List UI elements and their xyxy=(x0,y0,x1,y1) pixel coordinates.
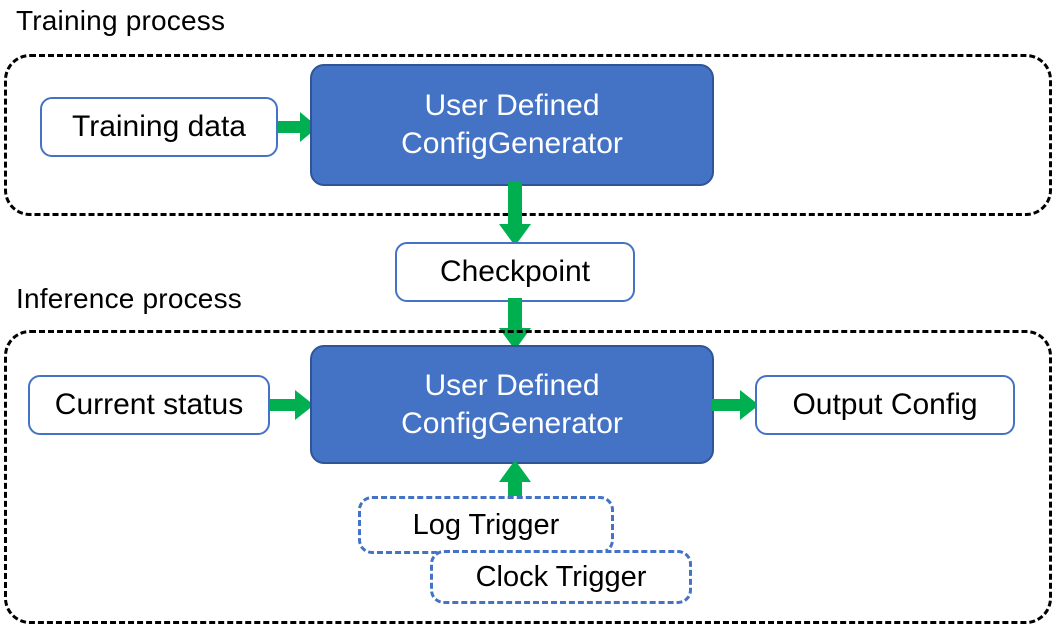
arrow-training-data-to-generator xyxy=(278,108,318,146)
node-user-defined-configgenerator-inference[interactable]: User Defined ConfigGenerator xyxy=(310,345,714,464)
node-current-status[interactable]: Current status xyxy=(28,375,270,435)
generator-inference-line-1: User Defined xyxy=(424,368,600,402)
generator-training-line-2: ConfigGenerator xyxy=(401,127,623,160)
arrow-generator-to-checkpoint xyxy=(495,182,535,246)
node-current-status-label: Current status xyxy=(54,388,244,421)
node-user-defined-configgenerator-training[interactable]: User Defined ConfigGenerator xyxy=(310,64,714,186)
node-checkpoint[interactable]: Checkpoint xyxy=(395,242,635,302)
node-log-trigger[interactable]: Log Trigger xyxy=(358,496,614,554)
generator-training-line-1: User Defined xyxy=(424,89,600,122)
generator-inference-line-2: ConfigGenerator xyxy=(401,406,623,440)
node-checkpoint-label: Checkpoint xyxy=(439,255,591,288)
node-output-config[interactable]: Output Config xyxy=(755,375,1015,435)
arrow-generator-to-output-config xyxy=(712,386,759,424)
arrow-checkpoint-to-generator xyxy=(495,298,535,350)
inference-process-label: Inference process xyxy=(16,283,242,314)
node-clock-trigger-label: Clock Trigger xyxy=(475,560,647,593)
node-log-trigger-label: Log Trigger xyxy=(412,508,560,541)
arrow-triggers-to-generator xyxy=(495,460,535,502)
training-process-container xyxy=(4,54,1052,216)
training-process-label: Training process xyxy=(16,5,226,36)
inference-process-container xyxy=(4,330,1052,624)
node-clock-trigger[interactable]: Clock Trigger xyxy=(430,550,692,604)
node-training-data-label: Training data xyxy=(72,110,246,143)
arrow-current-status-to-generator xyxy=(270,386,314,424)
node-training-data[interactable]: Training data xyxy=(40,97,278,157)
node-output-config-label: Output Config xyxy=(792,388,978,421)
